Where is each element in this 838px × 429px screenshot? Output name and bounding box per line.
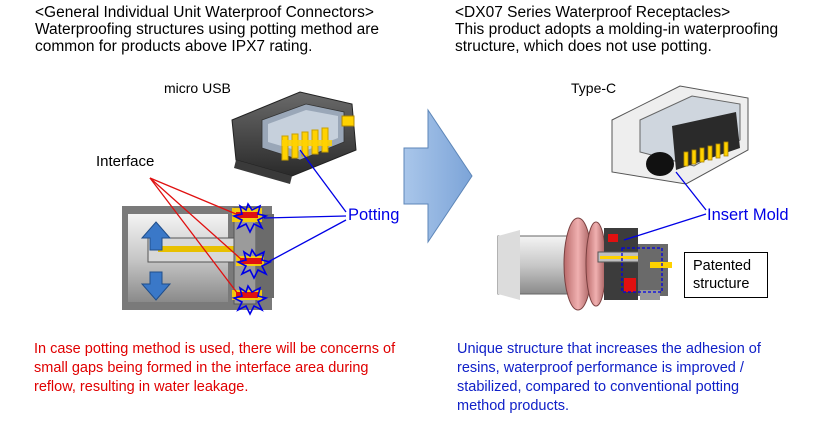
label-potting: Potting [348, 206, 400, 224]
type-c-connector-image [611, 85, 749, 185]
left-note-line2: small gaps being formed in the interface… [34, 360, 369, 376]
right-note-line1: Unique structure that increases the adhe… [457, 341, 761, 357]
right-cross-section-image [497, 217, 672, 311]
right-header-title: <DX07 Series Waterproof Receptacles> [455, 4, 731, 21]
left-header-title: <General Individual Unit Waterproof Conn… [35, 4, 374, 21]
label-type-c: Type-C [571, 80, 617, 96]
right-header: <DX07 Series Waterproof Receptacles> Thi… [455, 4, 835, 55]
left-header-line3: common for products above IPX7 rating. [35, 38, 313, 55]
insert-mold-callout-lines [623, 171, 707, 241]
right-note-line2: resins, waterproof performance is improv… [457, 360, 744, 376]
transition-arrow [403, 108, 473, 244]
left-header-line2: Waterproofing structures using potting m… [35, 21, 380, 38]
patented-line2: structure [693, 276, 750, 292]
micro-usb-connector-image [231, 91, 357, 184]
label-insert-mold: Insert Mold [707, 206, 789, 224]
potting-callout-lines [263, 149, 347, 263]
patented-structure-box: Patented structure [684, 252, 768, 298]
right-note: Unique structure that increases the adhe… [457, 340, 827, 416]
left-note: In case potting method is used, there wi… [34, 340, 444, 397]
label-micro-usb: micro USB [164, 80, 231, 96]
right-note-line4: method products. [457, 398, 570, 414]
right-header-line2: This product adopts a molding-in waterpr… [455, 21, 779, 38]
patented-line1: Patented [693, 258, 752, 274]
left-note-line1: In case potting method is used, there wi… [34, 341, 396, 357]
left-note-line3: reflow, resulting in water leakage. [34, 379, 249, 395]
label-interface: Interface [96, 153, 155, 170]
left-header: <General Individual Unit Waterproof Conn… [35, 4, 435, 55]
left-cross-section-image [122, 177, 274, 316]
right-note-line3: stabilized, compared to conventional pot… [457, 379, 740, 395]
right-header-line3: structure, which does not use potting. [455, 38, 712, 55]
